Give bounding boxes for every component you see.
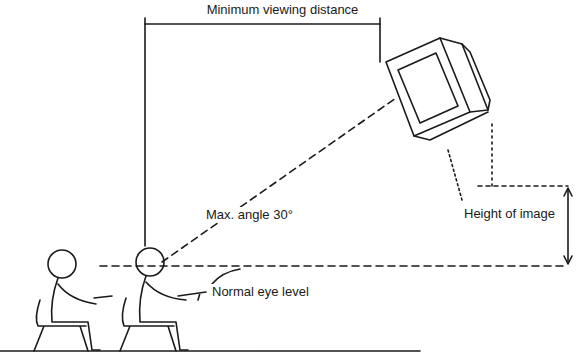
angle-label: Max. angle 30° (204, 207, 295, 222)
sight-line (162, 98, 396, 262)
eye-level-label: Normal eye level (210, 284, 311, 299)
eye-level-line (100, 265, 568, 267)
leader-line (212, 269, 240, 284)
extension-line (491, 124, 493, 186)
dimension-line (567, 190, 569, 262)
extension-line (379, 18, 381, 62)
dimension-line (145, 23, 380, 25)
leader-line (448, 150, 462, 200)
extension-line (144, 18, 146, 246)
seated-person (120, 248, 206, 351)
floor-line (0, 350, 420, 352)
dimension-label: Height of image (462, 206, 557, 221)
tv-monitor (386, 38, 490, 140)
dimension-arrow (564, 188, 572, 264)
dimension-label: Minimum viewing distance (205, 2, 361, 17)
seated-person (34, 250, 112, 351)
